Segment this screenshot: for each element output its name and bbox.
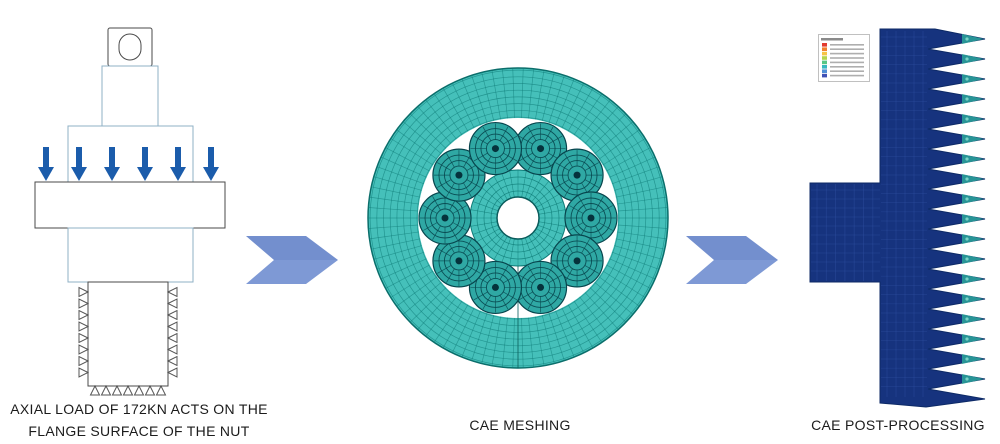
bolt-cap-oval — [118, 33, 142, 61]
legend-title-bar — [821, 38, 843, 41]
flow-arrow-shade — [686, 236, 778, 260]
stress-legend — [818, 34, 870, 82]
caption-line: AXIAL LOAD OF 172KN ACTS ON THE — [10, 401, 268, 417]
flow-arrow-shade — [246, 236, 338, 260]
bolt-load-schematic — [34, 27, 226, 396]
flow-arrow-shape — [246, 236, 338, 284]
fea-silhouette — [809, 28, 986, 408]
boundary-condition-symbols — [78, 286, 178, 396]
fea-result-model — [809, 28, 986, 408]
lower-plate — [67, 227, 194, 283]
caption-line: FLANGE SURFACE OF THE NUT — [28, 423, 250, 440]
nut-flange-plate — [34, 181, 226, 229]
legend-color-scale — [822, 43, 864, 78]
flow-arrow-1-icon — [246, 236, 338, 284]
fea-mesh-lines — [811, 31, 927, 397]
step1-caption: AXIAL LOAD OF 172KN ACTS ON THE FLANGE S… — [0, 398, 278, 443]
step3-caption: CAE POST-PROCESSING — [811, 417, 985, 433]
shaft-body — [87, 281, 169, 387]
mesh-wheel — [367, 67, 669, 369]
flow-arrow-2-icon — [686, 236, 778, 284]
step2-caption: CAE MESHING — [469, 417, 571, 433]
flow-arrow-shape — [686, 236, 778, 284]
thread-stress-highlights — [962, 34, 984, 384]
cae-mesh-model — [367, 67, 669, 369]
axial-load-arrows-icon — [38, 147, 219, 181]
bolt-neck — [101, 65, 159, 127]
